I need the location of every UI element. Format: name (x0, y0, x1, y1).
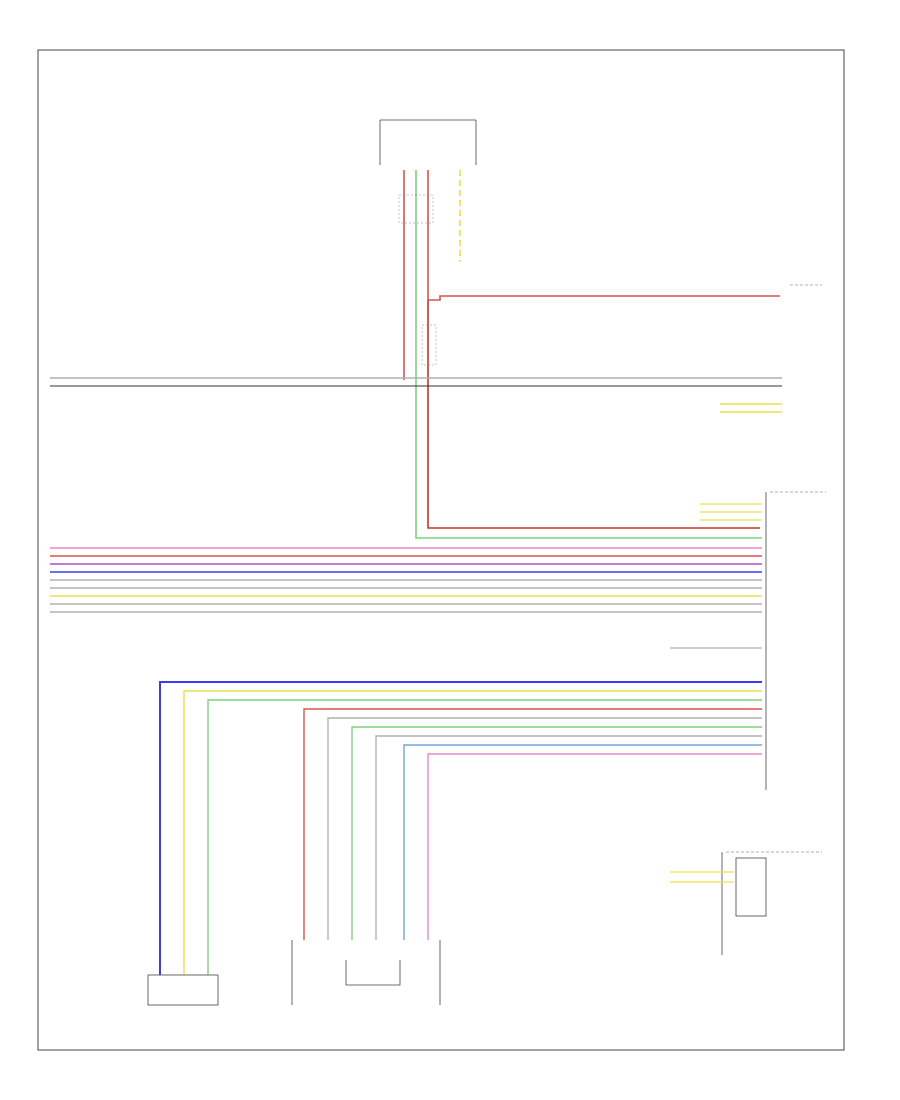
wire-green-to-main (415, 530, 762, 539)
lower-wire-5 (327, 717, 762, 940)
bottom-left-box (147, 974, 219, 1006)
top-connector-block (398, 194, 434, 224)
top-module-bracket (379, 119, 477, 165)
lower-wire-4 (303, 708, 762, 940)
top-module (379, 119, 477, 165)
wire-red-right-upper (428, 295, 780, 301)
right-mid-module (720, 403, 782, 413)
bottom-mid-bracket (291, 940, 441, 1005)
lower-bus (159, 681, 762, 975)
lower-wire-6 (351, 726, 762, 940)
instrument-cluster (670, 851, 822, 955)
lower-wire-3 (207, 699, 762, 975)
wire-red-to-main (427, 300, 760, 529)
lower-wire-8 (403, 744, 762, 940)
bottom-mid-switch (345, 960, 401, 986)
main-right-module (700, 491, 826, 790)
lower-wire-7 (375, 735, 762, 940)
lower-wire-2 (183, 690, 762, 975)
bottom-left-component (147, 974, 219, 1006)
bottom-mid-component (291, 940, 441, 1005)
diagram-frame (37, 49, 845, 1051)
horizontal-bus (50, 547, 762, 613)
lower-wire-1 (159, 681, 762, 975)
lower-wire-9 (427, 753, 762, 940)
top-vertical-wires (398, 170, 461, 530)
cluster-inner-box (735, 857, 767, 917)
mid-splice-block (421, 324, 437, 366)
